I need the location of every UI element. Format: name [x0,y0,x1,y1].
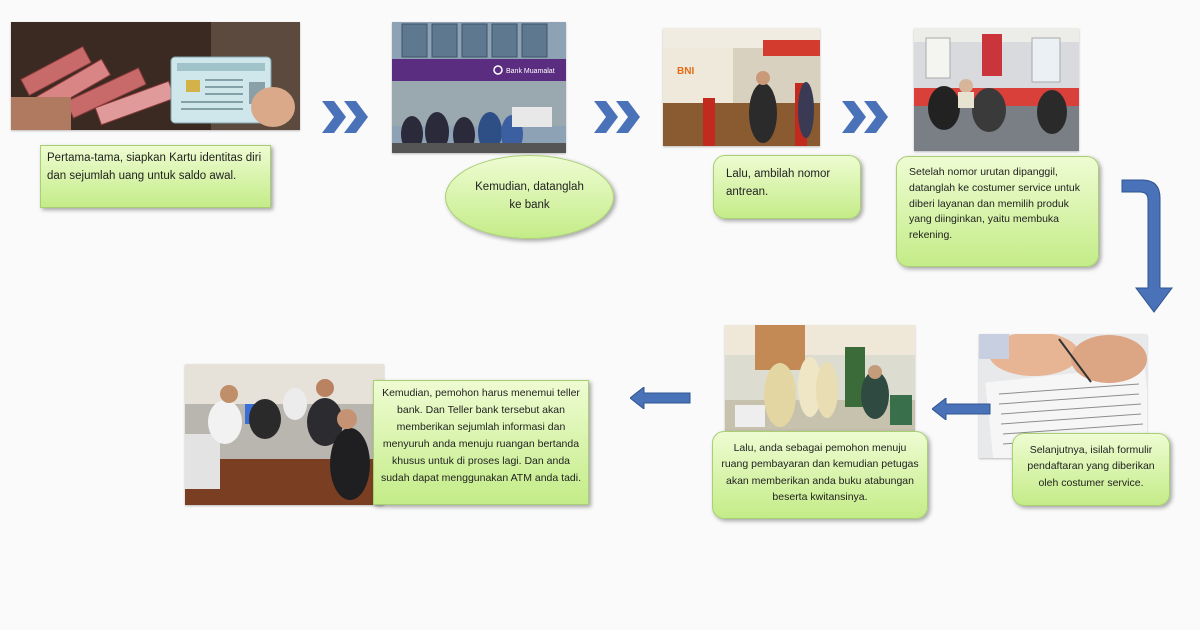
chevron-arrow-1-icon [322,101,372,133]
step-3-box: Lalu, ambilah nomor antrean. [713,155,861,219]
step-6-box: Lalu, anda sebagai pemohon menuju ruang … [712,431,928,519]
arrow-left-2-icon [630,387,692,409]
photo-id-card-money [11,22,300,130]
bni-logo-text: BNI [677,66,694,77]
step-5-text: Selanjutnya, isilah formulir pendaftaran… [1027,444,1155,489]
bank-sign-text: Bank Muamalat [506,68,555,75]
step-1-box: Pertama-tama, siapkan Kartu identitas di… [40,145,271,208]
photo-bank-building: Bank Muamalat [392,22,566,153]
chevron-arrow-3-icon [842,101,892,133]
photo-queue-number: BNI [663,28,820,146]
chevron-arrow-2-icon [594,101,644,133]
step-1-text: Pertama-tama, siapkan Kartu identitas di… [47,152,262,182]
step-3-text: Lalu, ambilah nomor antrean. [726,168,831,198]
photo-payment-room [725,325,915,431]
step-2-text: Kemudian, datanglah ke bank [475,181,584,211]
step-4-text: Setelah nomor urutan dipanggil, datangla… [909,166,1081,241]
photo-bank-teller [185,364,384,505]
step-2-ellipse: Kemudian, datanglah ke bank [445,155,614,239]
step-4-box: Setelah nomor urutan dipanggil, datangla… [896,156,1099,267]
arrow-left-1-icon [932,398,992,420]
step-7-box: Kemudian, pemohon harus menemui teller b… [373,380,589,505]
bent-arrow-down-icon [1120,176,1176,314]
step-7-text: Kemudian, pemohon harus menemui teller b… [380,387,582,484]
step-5-box: Selanjutnya, isilah formulir pendaftaran… [1012,433,1170,506]
step-6-text: Lalu, anda sebagai pemohon menuju ruang … [721,442,919,503]
photo-customer-service [914,28,1079,151]
